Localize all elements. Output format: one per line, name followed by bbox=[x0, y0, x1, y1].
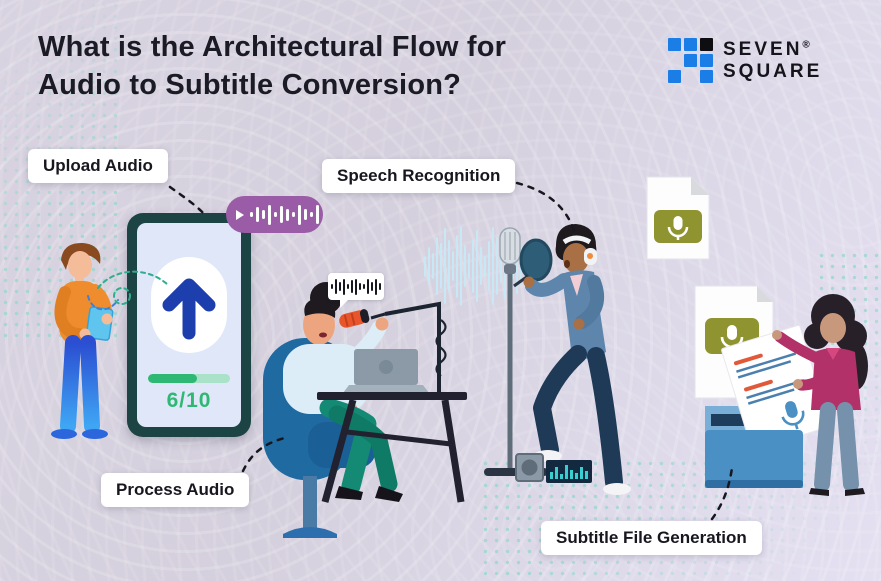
folder-bottom-edge bbox=[705, 480, 803, 488]
speech-waveform-icon bbox=[331, 278, 381, 295]
page-title: What is the Architectural Flow for Audio… bbox=[38, 28, 598, 105]
label-speech-recognition: Speech Recognition bbox=[322, 159, 516, 193]
audio-player-pill bbox=[226, 196, 323, 233]
standing-woman bbox=[772, 294, 868, 496]
label-subtitle-file-generation: Subtitle File Generation bbox=[541, 521, 762, 555]
connector-upload bbox=[168, 185, 208, 218]
speech-recognition-illustration bbox=[478, 212, 650, 500]
registered-mark: ® bbox=[802, 39, 810, 51]
brand-name-top: SEVEN bbox=[723, 38, 803, 60]
label-upload-audio: Upload Audio bbox=[28, 149, 168, 183]
label-process-audio: Process Audio bbox=[101, 473, 250, 507]
phone-screen: 6/10 bbox=[137, 223, 241, 427]
brand-name: SEVEN® SQUARE bbox=[723, 39, 822, 82]
desk bbox=[317, 392, 467, 503]
play-icon bbox=[236, 209, 244, 220]
audio-file-icon bbox=[641, 173, 715, 263]
microphone-icon bbox=[667, 216, 689, 240]
title-line-1: What is the Architectural Flow for bbox=[38, 31, 507, 63]
waveform-icon bbox=[250, 204, 319, 225]
brand-name-bottom: SQUARE bbox=[723, 60, 823, 82]
upload-progress-text: 6/10 bbox=[166, 389, 212, 412]
upload-arrow-icon bbox=[162, 278, 216, 340]
process-audio-illustration bbox=[253, 272, 467, 538]
audio-equipment-icon bbox=[515, 453, 592, 483]
title-line-2: Audio to Subtitle Conversion? bbox=[38, 69, 462, 102]
headphones-icon bbox=[562, 235, 592, 245]
upload-progress-fill bbox=[148, 374, 198, 383]
uploading-person-illustration bbox=[35, 240, 130, 445]
standing-man bbox=[51, 242, 114, 439]
speech-bubble bbox=[328, 273, 384, 308]
laptop-icon bbox=[343, 349, 429, 393]
seven-square-grid-icon bbox=[668, 38, 713, 83]
pop-filter-icon bbox=[519, 238, 553, 282]
upload-progress-bar bbox=[148, 374, 230, 383]
folder-front bbox=[705, 430, 803, 488]
upload-button bbox=[151, 257, 227, 353]
upload-phone: 6/10 bbox=[127, 213, 251, 437]
subtitle-generation-illustration bbox=[683, 278, 881, 510]
brand-logo: SEVEN® SQUARE bbox=[668, 38, 822, 83]
boom-microphone-icon bbox=[339, 301, 447, 392]
